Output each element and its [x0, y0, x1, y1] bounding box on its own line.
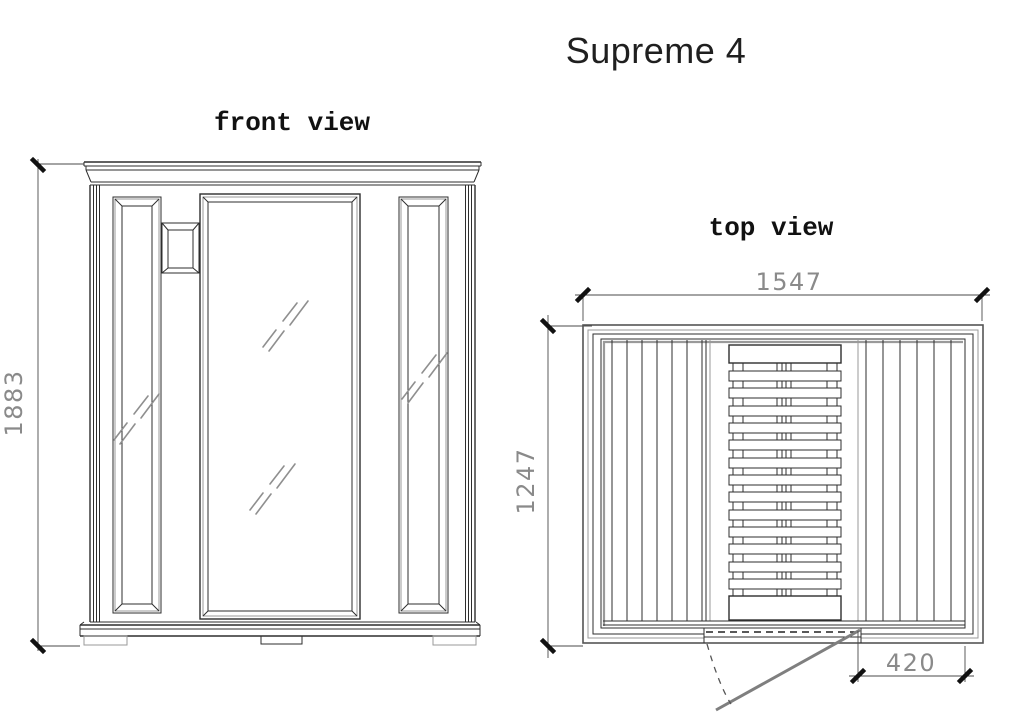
right-foot	[432, 635, 477, 646]
front-height-value: 1883	[0, 369, 28, 436]
glass-door	[199, 193, 361, 620]
center-foot	[260, 635, 303, 645]
glass-mark	[249, 463, 296, 515]
bench-slat	[728, 491, 842, 503]
dimension-tick	[29, 637, 47, 655]
dimension-tick	[956, 667, 974, 685]
dimension-tick	[29, 156, 47, 174]
glass-mark	[113, 393, 160, 445]
door-offset-dimension: 420	[849, 631, 974, 685]
dimension-tick	[849, 667, 867, 685]
inner-room	[600, 338, 966, 629]
bench-slat	[728, 422, 842, 434]
front-view-label: front view	[213, 108, 371, 138]
bench-slat	[728, 561, 842, 573]
dimension-tick	[973, 286, 991, 304]
front-wall-strip	[603, 620, 965, 626]
dimension-tick	[574, 286, 592, 304]
door-plan	[703, 628, 862, 712]
base-plinth	[79, 621, 481, 646]
bench-slat	[728, 578, 842, 590]
top-view-drawing: 1547 1247	[512, 268, 991, 712]
front-view-drawing: 1883	[0, 156, 482, 655]
bench-slat	[728, 457, 842, 469]
drawing-title: Supreme 4	[565, 30, 747, 71]
bench-slat	[728, 526, 842, 538]
bench-slat	[728, 543, 842, 555]
dimension-tick	[539, 317, 557, 335]
left-wall-boards	[611, 340, 711, 621]
glass-mark	[401, 352, 448, 404]
top-width-value: 1547	[755, 268, 822, 296]
dimension-tick	[539, 637, 557, 655]
top-depth-value: 1247	[512, 447, 540, 514]
left-foot	[83, 635, 128, 646]
left-window	[112, 196, 162, 614]
bench-foot-rest	[728, 595, 842, 621]
bench-slat	[728, 439, 842, 451]
top-width-dimension: 1547	[574, 268, 991, 321]
cabin-body	[89, 185, 476, 622]
bench-slat	[728, 405, 842, 417]
top-depth-dimension: 1247	[512, 315, 592, 658]
cornice	[83, 161, 482, 186]
top-view-label: top view	[708, 213, 834, 243]
bench-slat	[728, 387, 842, 399]
right-window	[398, 196, 449, 614]
right-wall-boards	[857, 340, 952, 621]
bench-slat	[728, 474, 842, 486]
control-panel	[161, 222, 200, 274]
glass-mark	[262, 300, 309, 352]
bench-slat	[728, 370, 842, 382]
bench-slat	[728, 509, 842, 521]
door-offset-value: 420	[886, 649, 936, 677]
bench-head-rest	[728, 344, 842, 364]
door-leaf-open	[715, 628, 861, 712]
door-swing-arc	[706, 643, 732, 705]
front-height-dimension: 1883	[0, 156, 84, 655]
bench	[728, 344, 842, 621]
